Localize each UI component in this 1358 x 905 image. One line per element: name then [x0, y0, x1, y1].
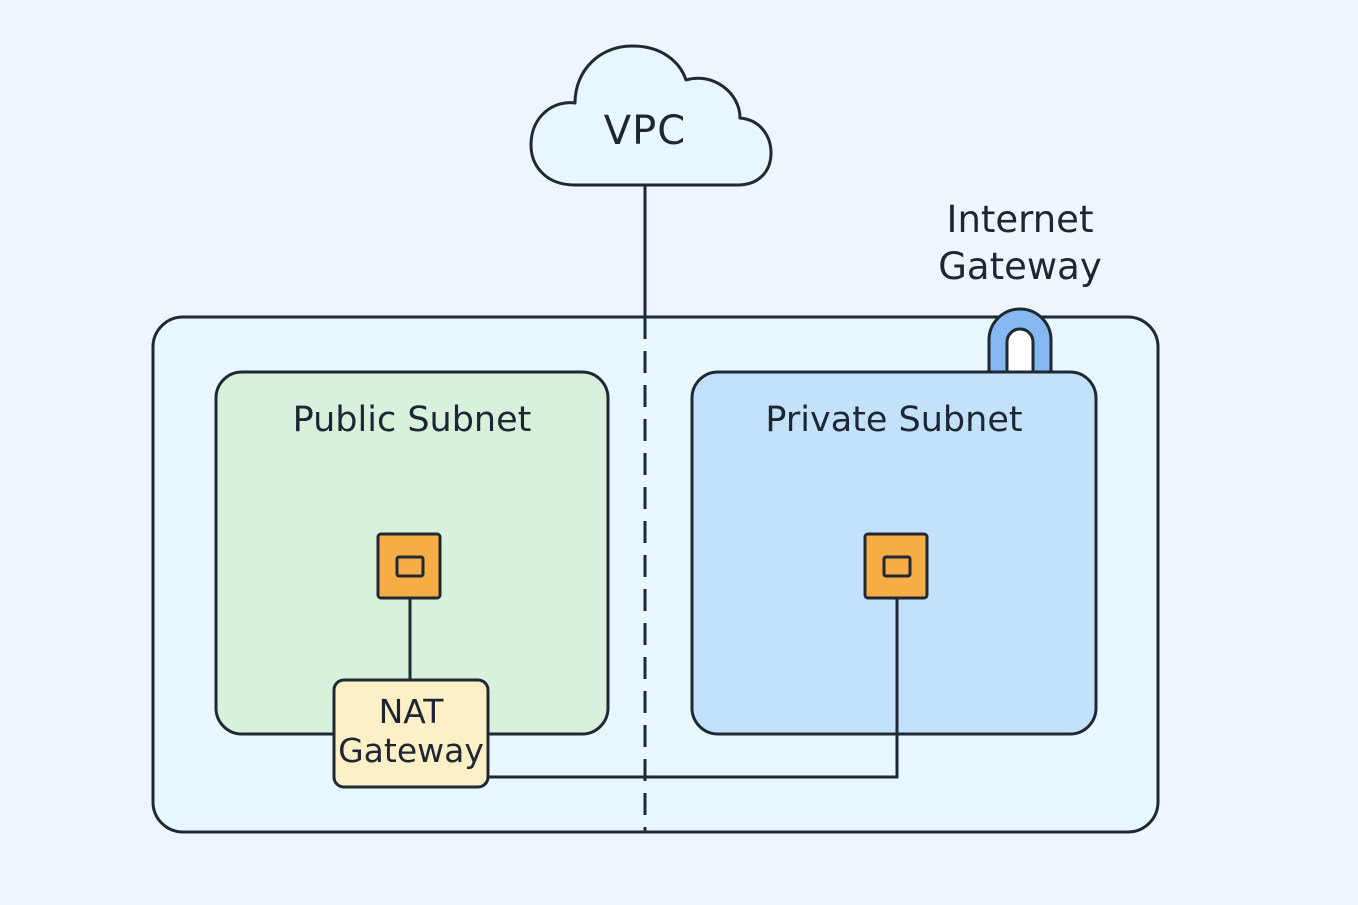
- vpc-label: VPC: [603, 108, 687, 154]
- nat-private-instance-line: [488, 598, 899, 779]
- internet-gateway-label-line2: Gateway: [938, 245, 1102, 288]
- public-instance-icon: [376, 532, 442, 600]
- private-instance-icon: [863, 532, 929, 600]
- nat-gateway-label-line2: Gateway: [338, 731, 484, 770]
- cloud-icon: [529, 44, 773, 187]
- nat-gateway-box: [332, 678, 490, 789]
- nat-gateway-label-line1: NAT: [378, 692, 444, 731]
- private-subnet-label: Private Subnet: [765, 400, 1023, 440]
- internet-gateway-label-line1: Internet: [946, 198, 1094, 241]
- public-subnet-label: Public Subnet: [292, 400, 532, 440]
- internet-gateway-icon: [987, 307, 1053, 374]
- internet-gateway-label: Internet Gateway: [920, 196, 1120, 290]
- nat-gateway-label: NAT Gateway: [334, 692, 488, 770]
